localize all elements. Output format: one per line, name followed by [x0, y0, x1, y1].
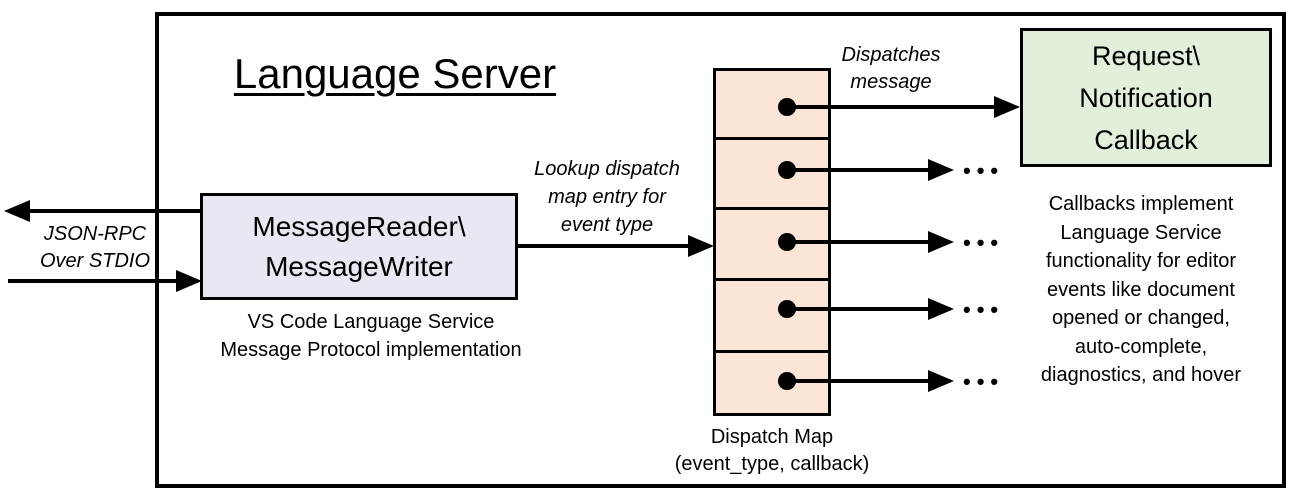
callbacks-note-line: events like document	[1047, 278, 1235, 301]
callback-ellipsis: •••	[963, 297, 1005, 322]
dispatches-label-line2: message	[850, 71, 932, 93]
callbacks-note: Callbacks implement Language Service fun…	[1002, 190, 1280, 390]
map-caption-line1: Dispatch Map	[710, 426, 834, 448]
callback-ellipsis: •••	[963, 230, 1005, 255]
dispatches-label: Dispatches message	[828, 42, 954, 96]
callbacks-note-line: functionality for editor	[1045, 250, 1237, 272]
stdio-label-line2: Over STDIO	[39, 250, 150, 272]
lookup-label: Lookup dispatch map entry for event type	[518, 155, 696, 239]
message-reader-writer-box: MessageReader\ MessageWriter	[200, 193, 518, 300]
callback-box-line2: Notification	[1079, 82, 1213, 113]
callbacks-note-line: auto-complete,	[1074, 335, 1208, 358]
message-box-caption: VS Code Language Service Message Protoco…	[180, 308, 562, 364]
dispatch-map-divider	[716, 137, 828, 140]
lookup-label-line1: Lookup dispatch	[534, 158, 680, 180]
dispatches-label-line1: Dispatches	[841, 44, 941, 66]
dispatch-map-divider	[716, 207, 828, 210]
callbacks-note-line: Language Service	[1060, 221, 1222, 244]
diagram-title: Language Server	[233, 50, 557, 97]
callback-box-line1: Request\	[1091, 40, 1201, 71]
dispatch-map-divider	[716, 350, 828, 353]
callback-ellipsis: •••	[963, 158, 1005, 183]
map-caption-line2: (event_type, callback)	[674, 453, 870, 475]
message-box-line2: MessageWriter	[265, 250, 453, 282]
callbacks-note-line: opened or changed,	[1052, 307, 1230, 329]
callback-box-line3: Callback	[1094, 124, 1198, 155]
dispatch-map	[713, 68, 831, 416]
lookup-label-line3: event type	[560, 214, 654, 236]
dispatch-map-divider	[716, 278, 828, 281]
lookup-label-line2: map entry for	[548, 186, 666, 208]
callbacks-note-line: Callbacks implement	[1048, 193, 1234, 215]
message-caption-line2: Message Protocol implementation	[220, 339, 522, 361]
callbacks-note-line: diagnostics, and hover	[1040, 364, 1242, 386]
request-notification-callback-box: Request\ Notification Callback	[1020, 28, 1272, 167]
message-box-line1: MessageReader\	[252, 210, 466, 242]
stdio-label: JSON-RPC Over STDIO	[33, 221, 157, 275]
dispatch-map-caption: Dispatch Map (event_type, callback)	[642, 424, 902, 478]
callback-ellipsis: •••	[963, 369, 1005, 394]
stdio-label-line1: JSON-RPC	[43, 223, 147, 245]
message-caption-line1: VS Code Language Service	[247, 311, 495, 333]
